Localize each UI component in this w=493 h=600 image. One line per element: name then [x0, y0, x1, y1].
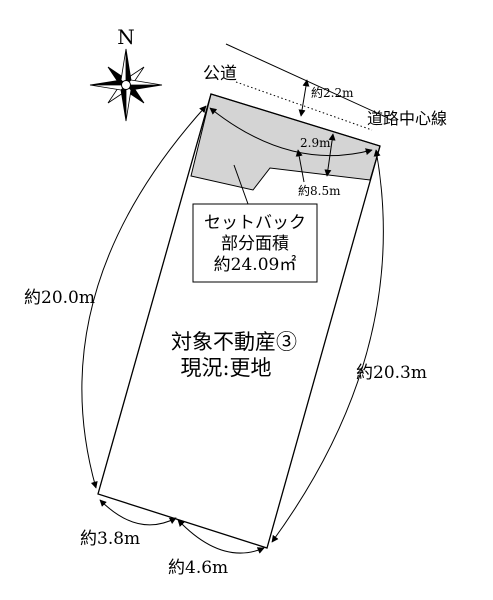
bottom-right-dimension-arc [177, 519, 265, 554]
north-label: N [117, 25, 135, 49]
right-side-dimension-arc [271, 149, 384, 543]
left-side-label: 約20.0m [24, 288, 95, 308]
road-label: 公道 [203, 64, 237, 84]
setback-width-label: 2.9m [300, 136, 331, 150]
setback-box-line-1: セットバック [204, 213, 306, 233]
property-status: 現況:更地 [180, 356, 271, 380]
road-width-label: 約2.2m [311, 85, 354, 100]
left-side-dimension-arc [81, 105, 207, 489]
right-side-label: 約20.3m [356, 363, 427, 383]
setback-length-label: 約8.5m [298, 183, 341, 198]
road-width-arrow [298, 79, 310, 117]
property-title: 対象不動産③ [171, 330, 297, 354]
setback-box-line-3: 約24.09㎡ [214, 255, 297, 275]
compass-icon [89, 48, 163, 122]
setback-box-leader [233, 164, 249, 205]
setback-area [190, 93, 381, 191]
bottom-left-dimension-arc [99, 499, 177, 526]
bottom-right-label: 約4.6m [168, 558, 228, 578]
setback-box-line-2: 部分面積 [221, 234, 289, 254]
road-centerline-label: 道路中心線 [367, 109, 447, 128]
bottom-left-label: 約3.8m [80, 529, 140, 549]
